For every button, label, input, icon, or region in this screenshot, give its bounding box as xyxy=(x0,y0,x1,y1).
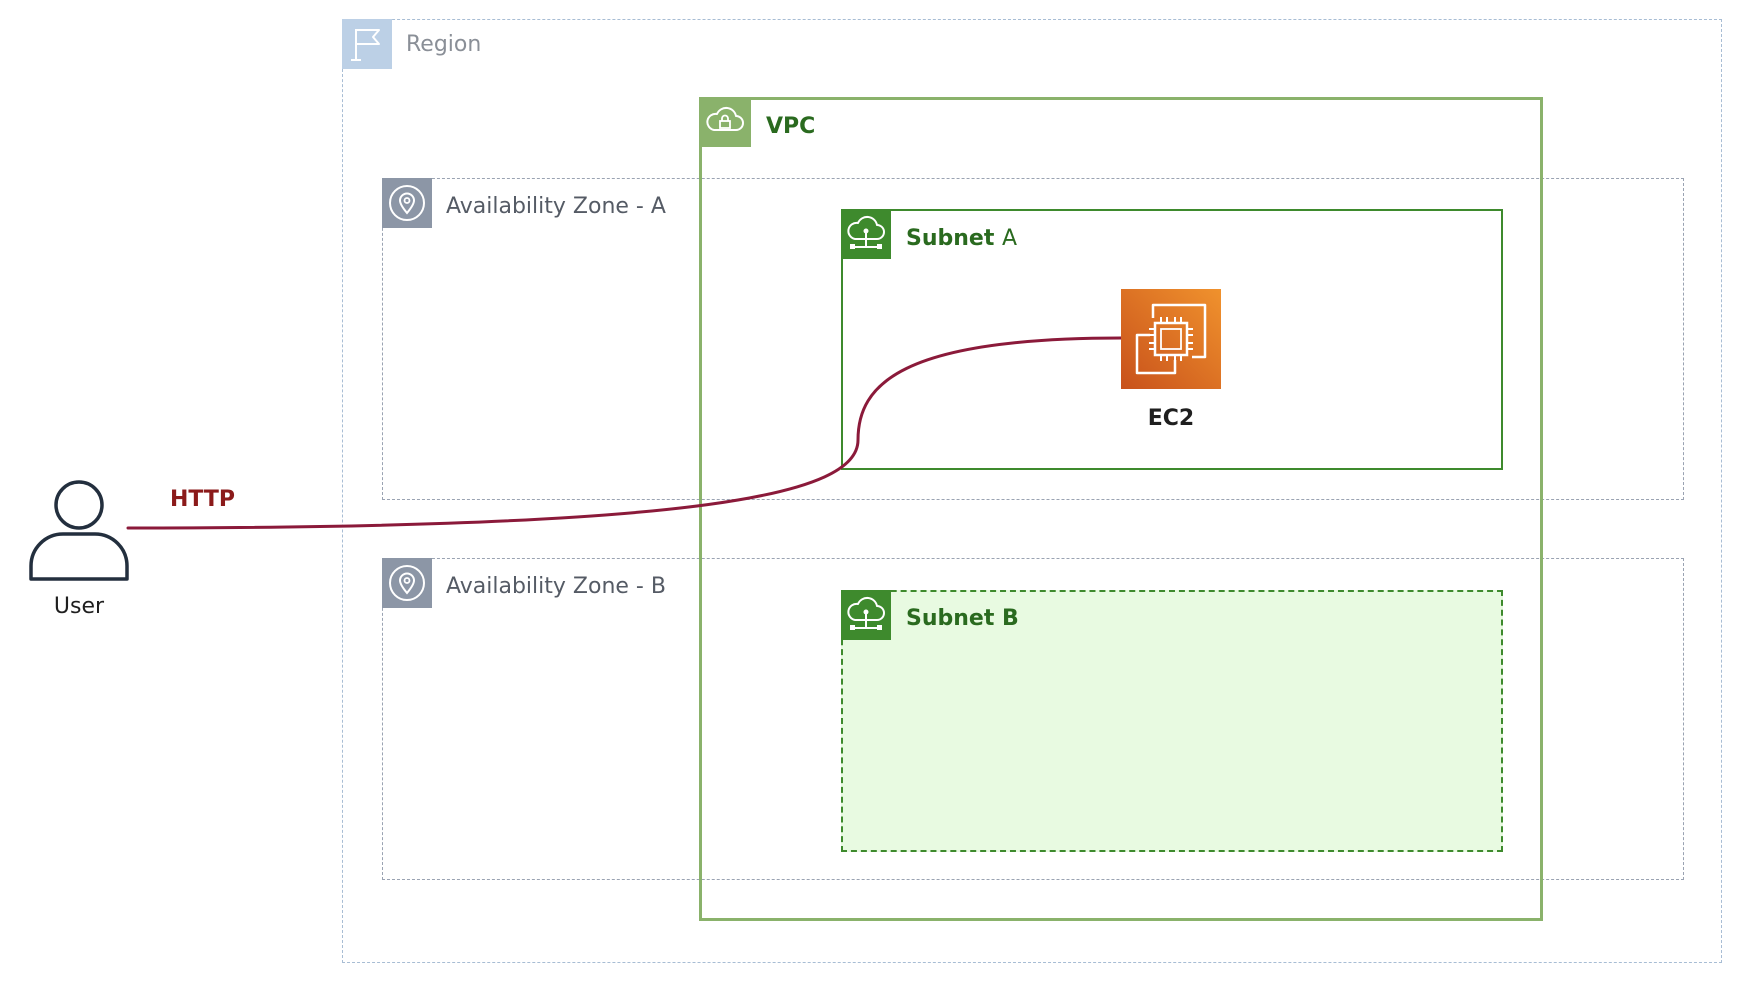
availability-zone-a xyxy=(382,178,1684,500)
availability-zone-b xyxy=(382,558,1684,880)
location-pin-icon xyxy=(382,558,432,608)
availability-zone-b-label: Availability Zone - B xyxy=(446,574,666,599)
ec2-chip-icon[interactable] xyxy=(1121,289,1221,389)
cloud-network-icon xyxy=(841,590,891,640)
ec2-label: EC2 xyxy=(1147,406,1195,431)
location-pin-icon xyxy=(382,178,432,228)
region-label: Region xyxy=(406,32,482,57)
flag-icon xyxy=(342,19,392,69)
availability-zone-a-label: Availability Zone - A xyxy=(446,194,666,219)
cloud-network-icon xyxy=(841,209,891,259)
subnet-b xyxy=(841,590,1503,852)
subnet-b-label: Subnet B xyxy=(906,606,1019,631)
cloud-lock-icon xyxy=(699,97,751,147)
http-connection-label: HTTP xyxy=(170,487,236,512)
region-container xyxy=(342,19,1722,963)
user-icon[interactable] xyxy=(24,478,134,582)
vpc-container xyxy=(699,97,1543,921)
user-label: User xyxy=(53,594,105,619)
subnet-a-label: Subnet A xyxy=(906,226,1018,251)
subnet-a xyxy=(841,209,1503,470)
vpc-label: VPC xyxy=(766,114,816,139)
